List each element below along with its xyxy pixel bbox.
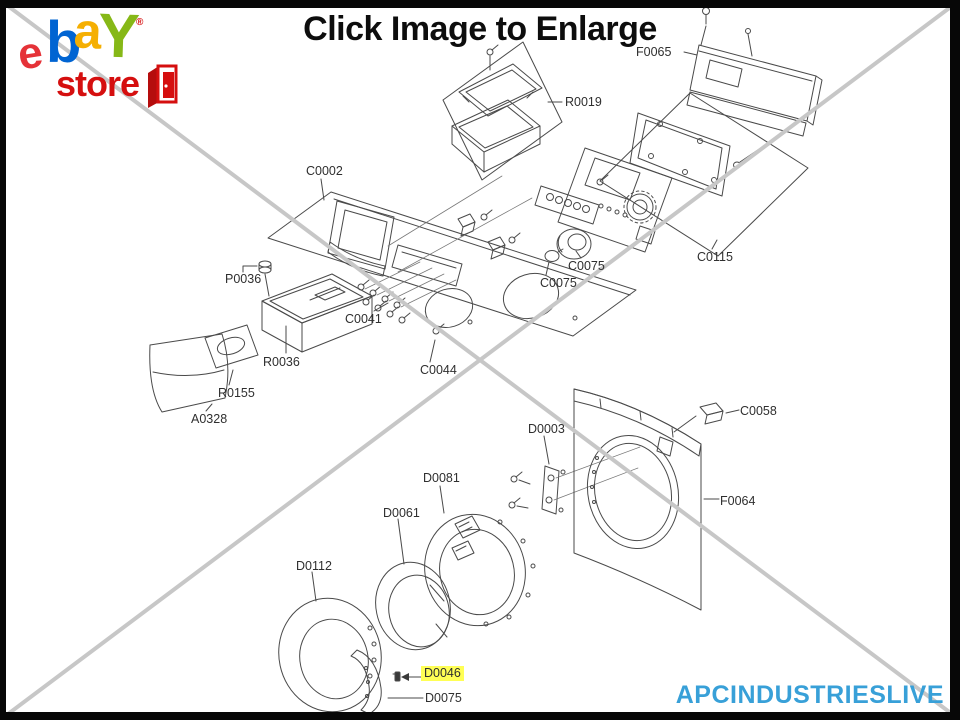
page-title: Click Image to Enlarge xyxy=(303,10,657,48)
part-drawing-c0044 xyxy=(429,323,445,363)
part-drawing-r0019 xyxy=(442,41,563,181)
part-drawing-d0003 xyxy=(508,435,641,515)
part-drawing-r0155 xyxy=(204,324,259,386)
part-drawing-d0075 xyxy=(350,649,424,715)
part-drawing-f0064 xyxy=(573,388,720,611)
ebay-letter-b: b xyxy=(46,10,82,75)
registered-mark: ® xyxy=(136,17,144,28)
part-drawing-r0036 xyxy=(261,273,373,354)
ebay-store-door-icon xyxy=(148,64,178,108)
part-drawing-c0002 xyxy=(267,175,637,337)
part-drawing-control-board xyxy=(557,147,673,253)
store-label: store xyxy=(56,63,140,104)
part-drawing-panel-clips xyxy=(457,209,521,260)
part-drawing-p0036 xyxy=(242,260,272,297)
seller-watermark: APCINDUSTRIESLIVE xyxy=(675,681,944,709)
part-drawing-c0115 xyxy=(599,92,809,257)
part-drawing-d0081 xyxy=(424,485,536,627)
part-drawing-d0112 xyxy=(278,571,382,713)
part-drawing-button-strip xyxy=(534,174,609,225)
part-drawing-c0058 xyxy=(673,402,740,433)
part-drawing-f0065 xyxy=(683,7,823,137)
part-drawing-a0328 xyxy=(149,333,229,413)
part-drawing-c0075-knob xyxy=(544,228,592,276)
part-drawing-d0061 xyxy=(375,518,451,651)
part-drawing-d0046 xyxy=(392,671,422,682)
